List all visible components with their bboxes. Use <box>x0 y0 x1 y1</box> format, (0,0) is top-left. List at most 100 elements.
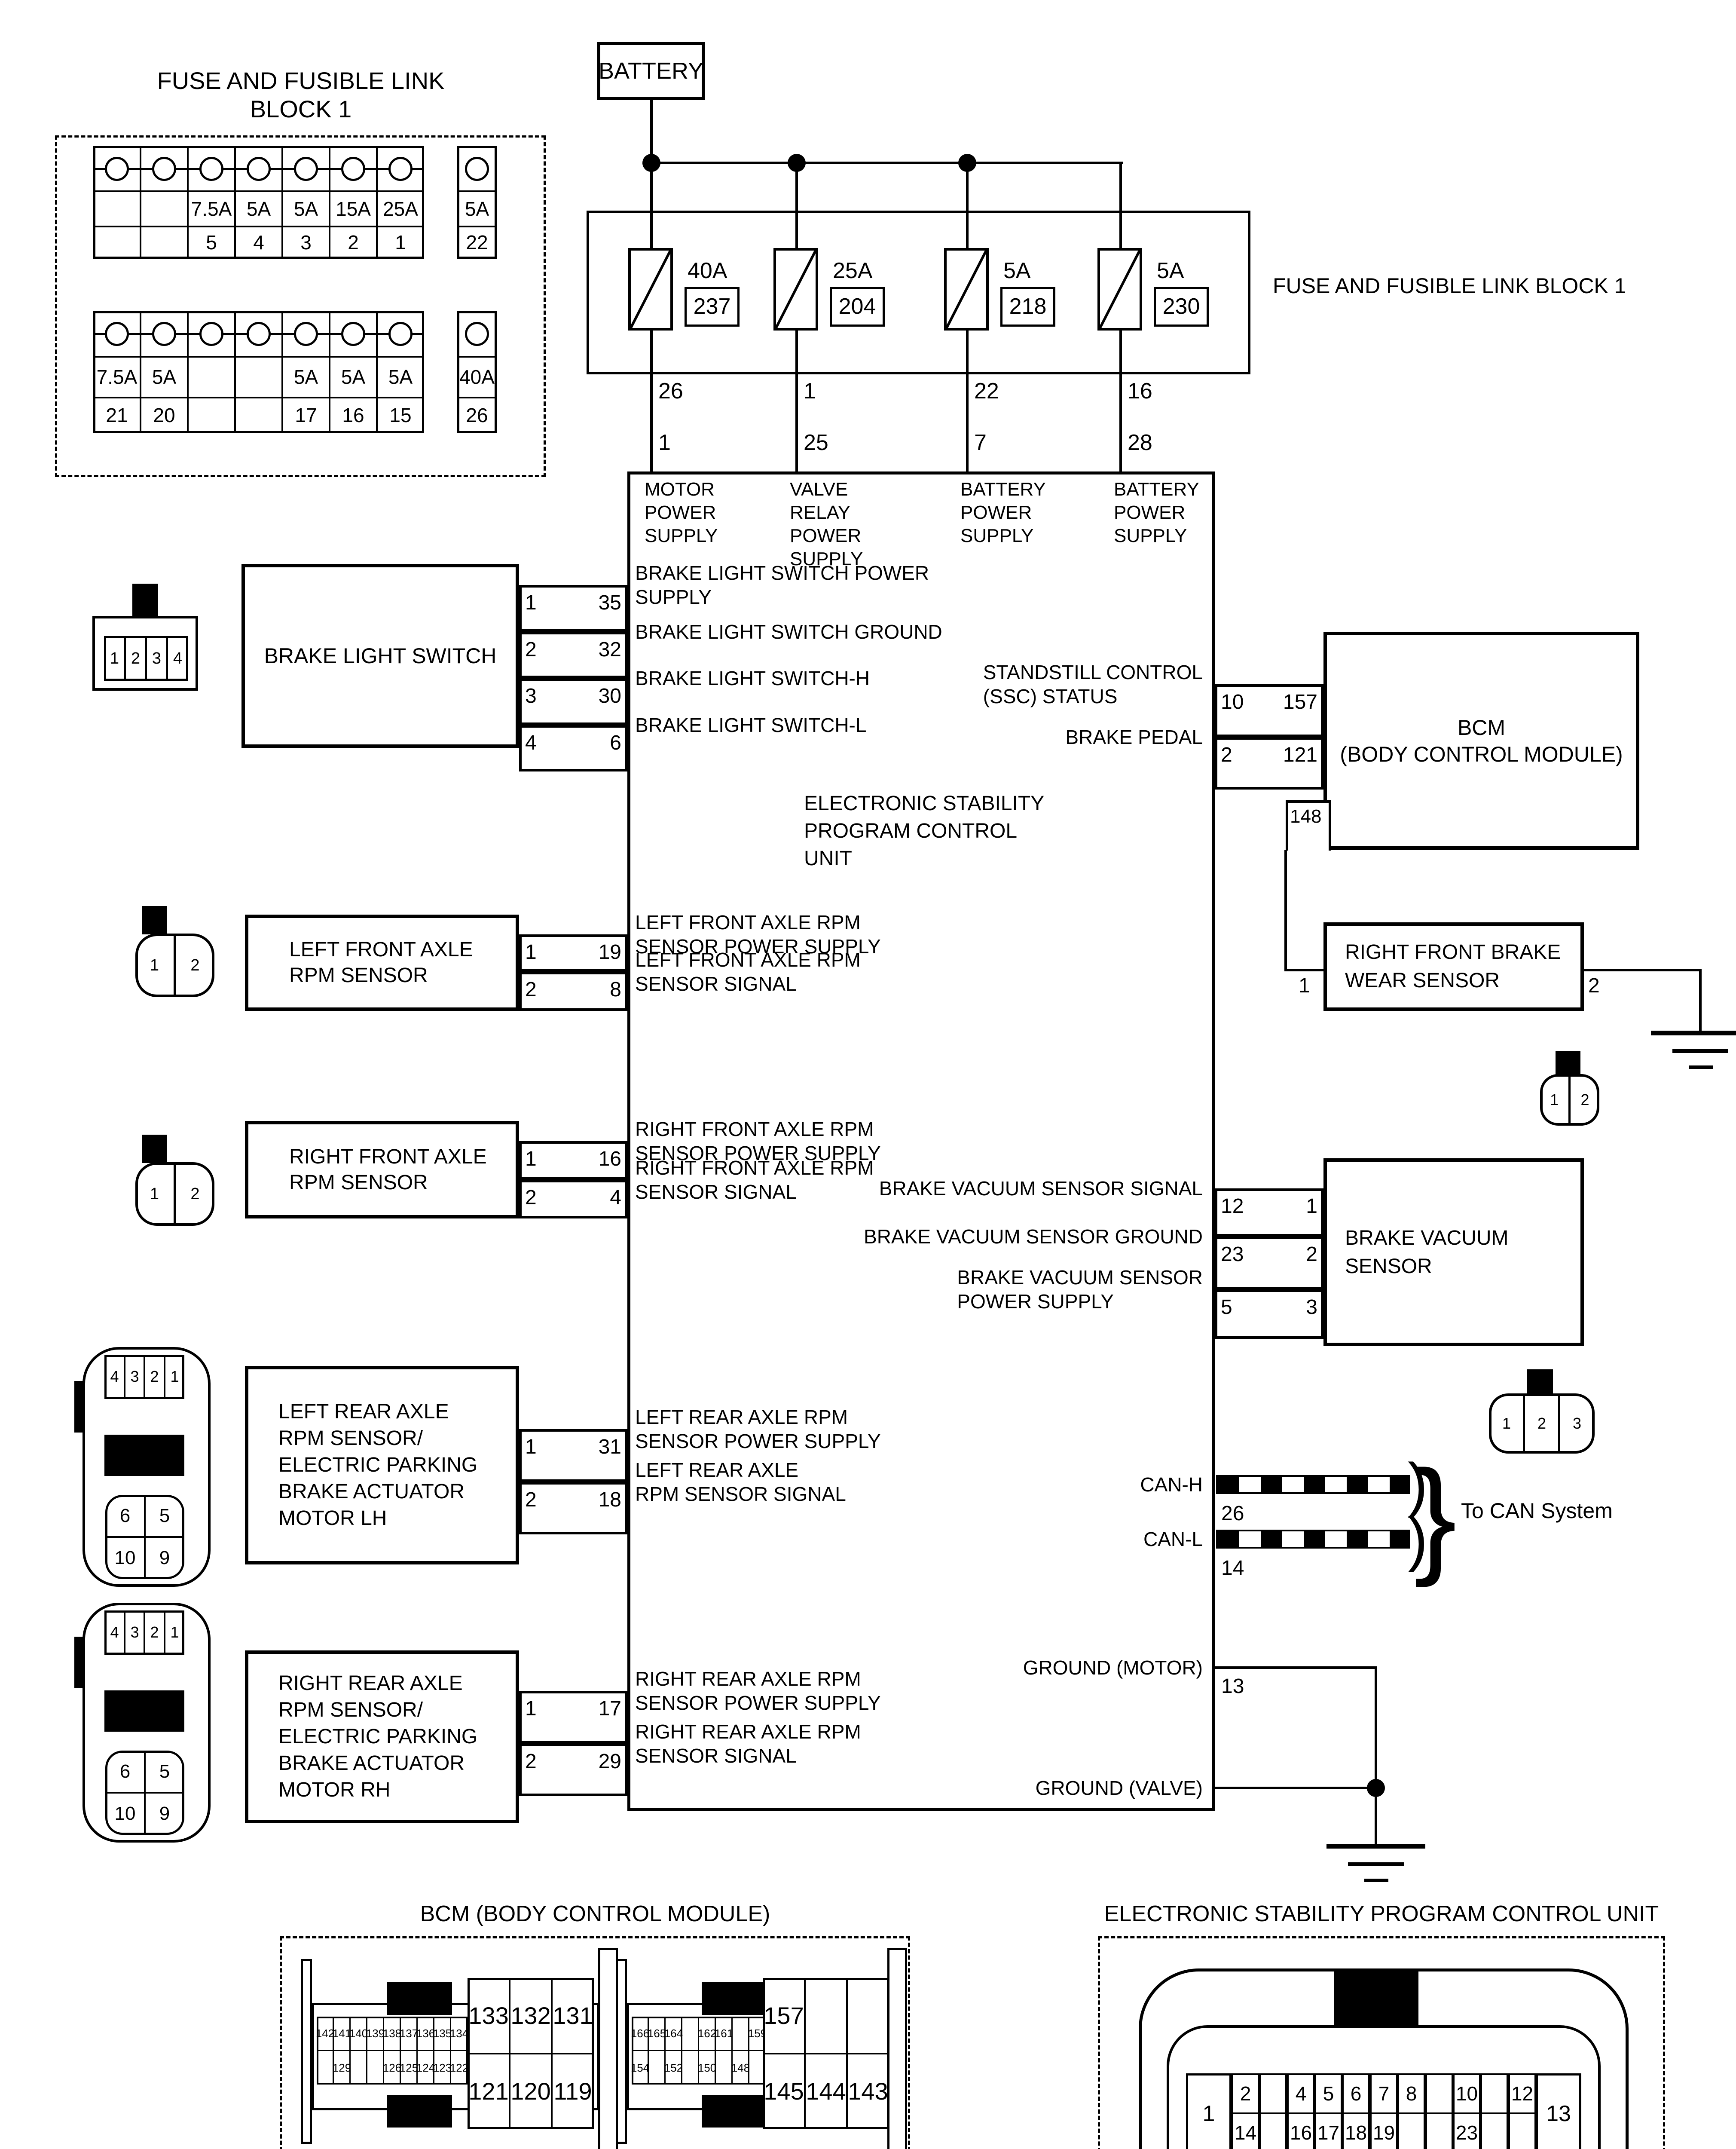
rr-pin-left: 1 <box>525 1697 537 1720</box>
bcm-conn-b-right-bar <box>887 1948 907 2149</box>
lr-pin-right: 31 <box>598 1436 621 1458</box>
fuse-block-pin-label: 22 <box>974 379 999 404</box>
bls-pin-box <box>519 678 627 725</box>
fuse-amp-label: 5A <box>341 366 366 389</box>
rf-signal-label: RIGHT FRONT AXLE RPM SENSOR SIGNAL <box>635 1157 874 1203</box>
lr-connector-main-cell: 9 <box>159 1547 170 1569</box>
bls-connector-divider <box>124 636 126 681</box>
ground-symbol-bar <box>1348 1862 1404 1866</box>
bls-connector-tab-icon <box>132 584 158 616</box>
lr-connector-main-vdiv <box>144 1495 146 1579</box>
fuse-amp-label: 25A <box>833 258 873 283</box>
ground-valve-wire-h <box>1215 1787 1377 1789</box>
bls-pin-box <box>519 632 627 678</box>
bcm-pin-right: 157 <box>1283 691 1317 713</box>
bcm-conn-b-pins-cell: 166 <box>630 2027 650 2040</box>
bvs-connector-cell: 3 <box>1572 1414 1582 1432</box>
rf-pin-box <box>519 1141 627 1180</box>
esp-conn-cell: 2 <box>1232 2073 1259 2114</box>
rr-pin-box <box>519 1744 627 1796</box>
bcm-conn-a-big-cell: 121 <box>468 2077 509 2105</box>
bcm-conn-a-pins-cell: 122 <box>449 2061 469 2074</box>
fuse-grid1-vline <box>281 146 283 259</box>
bcm-component-box: BCM (BODY CONTROL MODULE) <box>1323 632 1639 850</box>
fuse-amp-label: 5A <box>293 197 318 220</box>
rf-pin-left: 1 <box>525 1148 537 1170</box>
esp-conn-cell: 6 <box>1342 2073 1370 2114</box>
bcm-signal-label: STANDSTILL CONTROL (SSC) STATUS <box>983 661 1203 707</box>
bls-pin-right: 30 <box>598 685 621 707</box>
lr-connector-key-bar <box>104 1435 184 1476</box>
wear-ground-wire-v <box>1699 969 1702 1032</box>
bcm-pin148-box <box>1286 800 1331 851</box>
esp-supply-label: VALVE RELAY POWER SUPPLY <box>790 479 863 569</box>
fuse-slot-circle <box>199 157 223 181</box>
rf-pin-box <box>519 1180 627 1218</box>
fuse-grid2-vline <box>376 311 378 433</box>
lr-pin-box <box>519 1482 627 1534</box>
bcm-conn-a-pins-cell: 140 <box>349 2027 368 2040</box>
lf-component-box: LEFT FRONT AXLE RPM SENSOR <box>245 915 519 1011</box>
rf-signal-label: RIGHT FRONT AXLE RPM SENSOR POWER SUPPLY <box>635 1118 881 1164</box>
fuse-block-pin-label: 26 <box>658 379 683 404</box>
fuse-side2-outline <box>457 311 497 433</box>
esp-conn-cell <box>1397 2112 1425 2149</box>
bcm-conn-a-big-cell: 120 <box>510 2077 551 2105</box>
fuse-grid1-vline <box>234 146 236 259</box>
bcm-conn-b-left-bar <box>616 1959 627 2144</box>
fuse-num-label: 16 <box>342 404 364 427</box>
rr-connector-top-cell: 4 <box>110 1623 119 1641</box>
bcm-conn-b-big-cell: 143 <box>848 2077 888 2105</box>
bcm-conn-b-big-cell <box>847 1982 889 2049</box>
fuse-side2-hline <box>457 356 497 358</box>
bcm-conn-a-pins-cell <box>317 2053 333 2083</box>
rfbws-connector-divider <box>1568 1074 1571 1126</box>
can-l-pin-label: 14 <box>1221 1557 1244 1580</box>
fuse-slot-circle <box>341 157 365 181</box>
lr-connector-top-cell: 4 <box>110 1368 119 1386</box>
rr-connector-main-vdiv <box>144 1751 146 1835</box>
bcm-conn-a-pins-cell: 134 <box>449 2027 469 2040</box>
rf-component-box: RIGHT FRONT AXLE RPM SENSOR <box>245 1121 519 1218</box>
can-h-wire <box>1216 1475 1410 1494</box>
bvs-connector-cell: 1 <box>1502 1414 1511 1432</box>
lf-pin-left: 2 <box>525 978 537 1001</box>
bcm-conn-a-pins-cell: 126 <box>382 2061 402 2074</box>
battery-bus-wire <box>650 162 1123 164</box>
bvs-signal-label: BRAKE VACUUM SENSOR GROUND <box>864 1225 1203 1248</box>
fuse-num-label <box>141 227 188 259</box>
fuse-num-label <box>93 227 141 259</box>
bvs-connector-icon <box>1489 1393 1595 1454</box>
fuse-code-box: 237 <box>685 287 740 327</box>
esp-conn-cell <box>1480 2073 1508 2114</box>
bcm-conn-a-right-bar <box>598 1948 618 2149</box>
can-h-pin-label: 26 <box>1221 1502 1244 1525</box>
lr-pin-left: 1 <box>525 1436 537 1458</box>
rr-connector-main-cell: 9 <box>159 1803 170 1825</box>
fuse-amp-label: 7.5A <box>96 366 138 389</box>
bcm-pin-left: 10 <box>1221 691 1244 713</box>
rr-connector-main-cell: 5 <box>159 1761 170 1782</box>
bls-connector-divider <box>166 636 168 681</box>
esp-conn-cell: 16 <box>1287 2112 1315 2149</box>
lr-pin-left: 2 <box>525 1488 537 1511</box>
fuse-amp-label: 25A <box>383 197 418 220</box>
bls-connector-cell: 1 <box>110 649 119 667</box>
lf-signal-label: LEFT FRONT AXLE RPM SENSOR SIGNAL <box>635 949 861 995</box>
fuse-grid1-hline <box>93 226 424 227</box>
ground-motor-wire-h <box>1215 1666 1377 1669</box>
bcm-wear-wire-h <box>1284 969 1326 971</box>
fuse-slot-circle <box>247 157 271 181</box>
esp-supply-label: BATTERY POWER SUPPLY <box>1114 479 1199 546</box>
esp-conn-cell <box>1508 2112 1536 2149</box>
fuse-amp-label: 5A <box>388 366 413 389</box>
esp-supply-label: MOTOR POWER SUPPLY <box>645 479 718 546</box>
esp-conn-cell: 5 <box>1314 2073 1342 2114</box>
fuse-num-label: 1 <box>395 231 406 254</box>
esp-conn-key-top <box>1334 1968 1418 2027</box>
bcm-conn-a-big-cell: 133 <box>468 2002 509 2029</box>
fuse-num-label <box>235 398 282 433</box>
fuse-slot-circle <box>294 157 318 181</box>
rr-connector-main-cell: 6 <box>119 1761 131 1782</box>
rr-connector-top-cell: 1 <box>170 1623 179 1641</box>
